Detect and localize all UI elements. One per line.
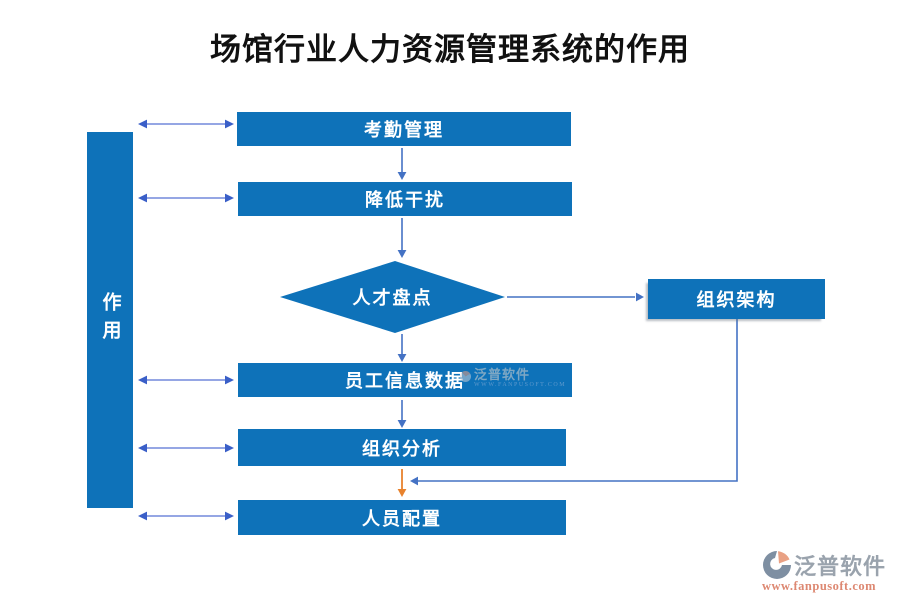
flow-box-label: 降低干扰 bbox=[365, 190, 445, 210]
page-title: 场馆行业人力资源管理系统的作用 bbox=[210, 32, 690, 67]
role-bar: 作用 bbox=[87, 132, 133, 508]
link-role-to-attendance bbox=[138, 119, 234, 129]
arrow-employee-info-to-org-analysis bbox=[397, 400, 407, 428]
arrow-reduce-to-talent-inventory bbox=[397, 218, 407, 258]
link-role-to-reduce-interference bbox=[138, 193, 234, 203]
flow-box-attendance-management: 考勤管理 bbox=[237, 112, 571, 146]
footer-brand-text: 泛普软件 bbox=[794, 554, 887, 579]
flow-box-reduce-interference: 降低干扰 bbox=[238, 182, 572, 216]
arrow-talent-to-org-structure bbox=[507, 292, 644, 302]
flow-box-label: 人员配置 bbox=[362, 508, 442, 529]
fanpu-logo-icon bbox=[763, 551, 791, 579]
arrow-org-analysis-to-staffing bbox=[397, 469, 407, 497]
flow-box-staffing: 人员配置 bbox=[238, 500, 566, 535]
footer-url: www.fanpusoft.com bbox=[762, 579, 877, 593]
flow-box-label: 考勤管理 bbox=[364, 120, 444, 140]
diamond-talent-inventory bbox=[280, 261, 505, 333]
arrow-org-structure-to-staffing-junction bbox=[410, 319, 738, 486]
flow-box-employee-info-data: 员工信息数据 bbox=[238, 363, 572, 397]
link-role-to-staffing bbox=[138, 511, 234, 521]
flow-box-org-analysis: 组织分析 bbox=[238, 429, 566, 466]
role-bar-label: 作用 bbox=[99, 292, 121, 348]
arrow-attendance-to-reduce bbox=[397, 148, 407, 180]
link-role-to-employee-info bbox=[138, 375, 234, 385]
flow-box-label: 员工信息数据 bbox=[345, 371, 465, 391]
flow-box-label: 组织架构 bbox=[696, 290, 777, 310]
flow-box-org-structure: 组织架构 bbox=[648, 279, 825, 319]
flow-box-label: 组织分析 bbox=[362, 438, 442, 459]
footer-brand: 泛普软件 www.fanpusoft.com bbox=[762, 549, 886, 594]
arrow-talent-to-employee-info bbox=[397, 334, 407, 362]
link-role-to-org-analysis bbox=[138, 443, 234, 453]
